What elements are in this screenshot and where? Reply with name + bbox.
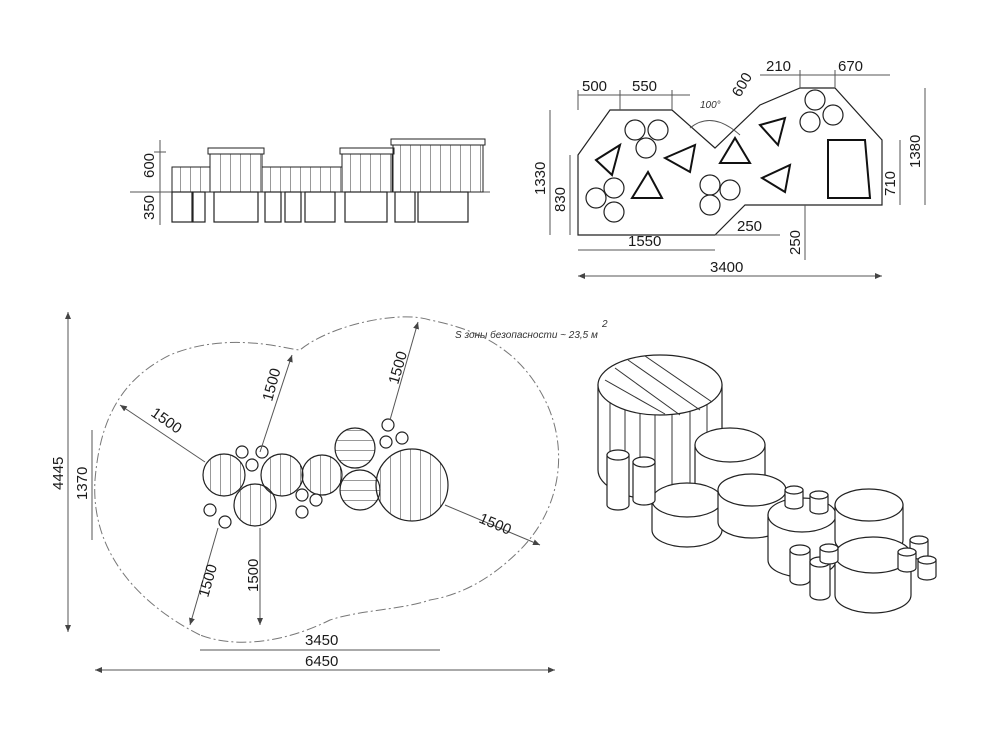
side-dim-350: 350 [141, 195, 158, 220]
radius-5: 1500 [196, 562, 222, 599]
side-dim-600: 600 [141, 153, 158, 178]
side-view: 600 350 [130, 138, 490, 225]
radius-2: 1500 [259, 366, 284, 403]
top-dim-830: 830 [552, 187, 569, 212]
top-dim-1330: 1330 [532, 162, 549, 195]
isometric-view [597, 354, 937, 614]
radius-3: 1500 [386, 349, 412, 386]
top-dim-3400: 3400 [710, 259, 743, 276]
radius-1: 1500 [148, 404, 185, 437]
top-dim-1380: 1380 [907, 135, 924, 168]
top-dim-670: 670 [838, 58, 863, 75]
top-dim-250b: 250 [787, 230, 804, 255]
drum-3 [651, 482, 723, 548]
safety-dim-1370: 1370 [74, 467, 91, 500]
top-dim-210: 210 [766, 58, 791, 75]
top-dim-500: 500 [582, 78, 607, 95]
top-dim-600: 600 [729, 70, 756, 100]
safety-area-note: S зоны безопасности ~ 23,5 м [455, 329, 598, 341]
safety-zone-plan: S зоны безопасности ~ 23,5 м 2 1500 1500… [50, 312, 608, 673]
safety-dim-6450: 6450 [305, 653, 338, 670]
safety-dim-4445: 4445 [50, 457, 67, 490]
top-dim-1550: 1550 [628, 233, 661, 250]
top-dim-550: 550 [632, 78, 657, 95]
top-plan: 500 550 600 210 670 100° 1330 830 1380 7… [532, 58, 926, 279]
radius-4: 1500 [476, 510, 513, 539]
safety-zone-outline [94, 316, 560, 643]
safety-area-sup: 2 [601, 319, 608, 330]
top-dim-710: 710 [882, 171, 899, 196]
radius-6: 1500 [245, 559, 262, 592]
safety-dim-3450: 3450 [305, 632, 338, 649]
drum-7 [834, 536, 912, 614]
angle-label: 100° [700, 100, 721, 111]
top-dim-250a: 250 [737, 218, 762, 235]
